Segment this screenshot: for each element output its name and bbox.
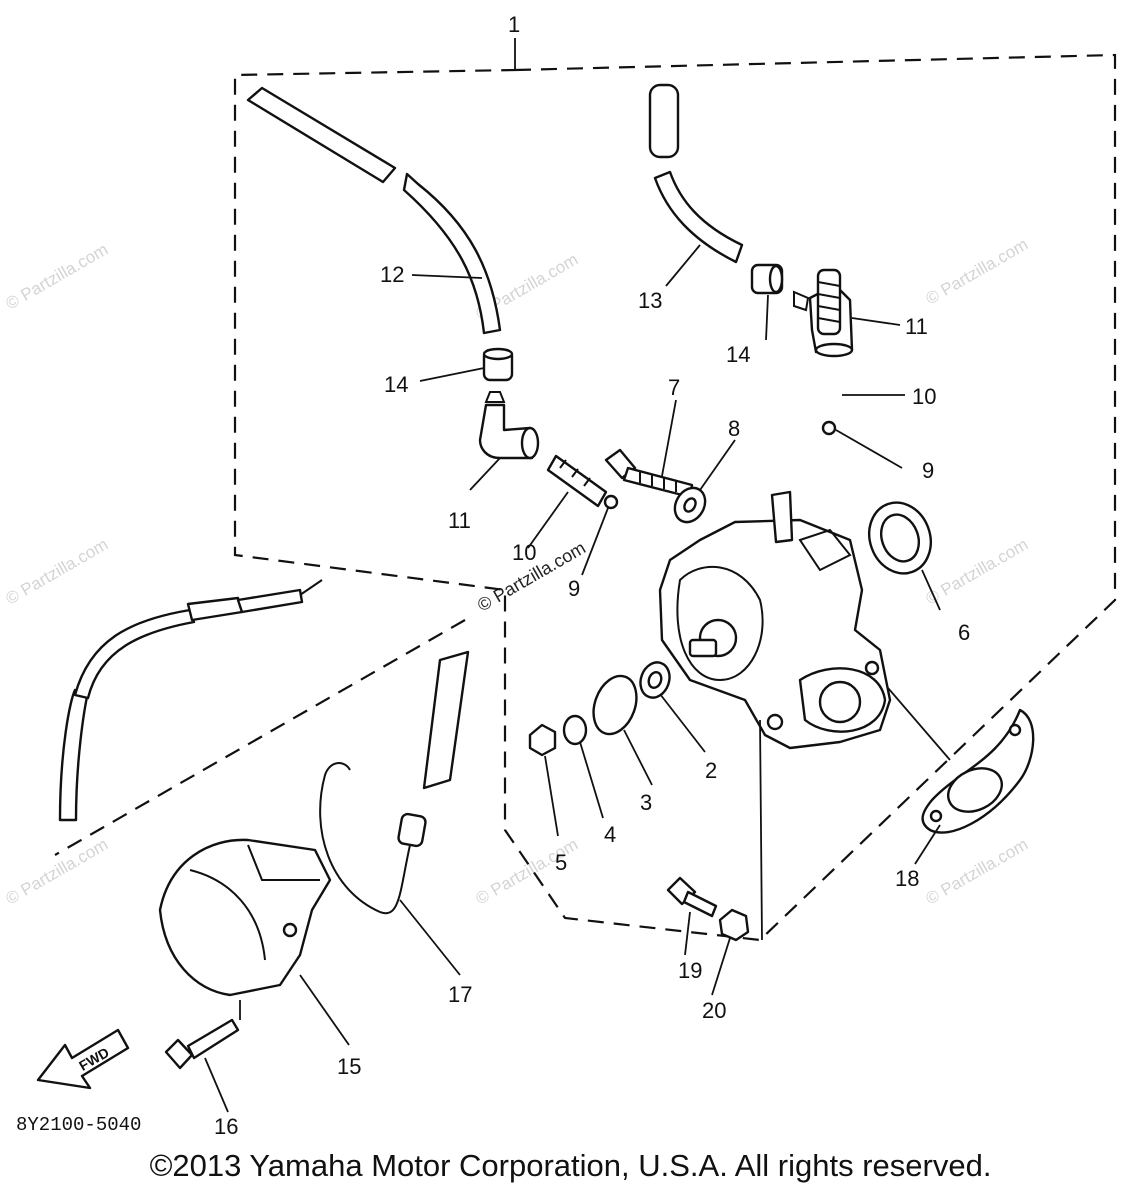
watermark: © Partzilla.com — [923, 535, 1032, 609]
callout-10-right: 10 — [912, 384, 936, 409]
washer-2-hole — [647, 671, 663, 689]
callout-14-left: 14 — [384, 372, 408, 397]
callout-15: 15 — [337, 1054, 361, 1079]
wire-17 — [319, 650, 470, 915]
watermark: © Partzilla.com — [3, 535, 112, 609]
callout-11-right: 11 — [905, 314, 928, 339]
gasket-18 — [921, 708, 1035, 834]
callout-1: 1 — [508, 12, 520, 37]
callout-7: 7 — [668, 375, 680, 400]
copyright-notice: ©2013 Yamaha Motor Corporation, U.S.A. A… — [149, 1148, 992, 1183]
callout-6: 6 — [958, 620, 970, 645]
plate-3 — [592, 674, 638, 736]
fwd-arrow: FWD — [36, 1028, 130, 1090]
check-ball-9-left — [603, 494, 619, 510]
callout-14-right: 14 — [726, 342, 750, 367]
watermark: © Partzilla.com — [3, 835, 112, 909]
lock-washer-4 — [562, 714, 588, 746]
diagram-code: 8Y2100-5040 — [16, 1114, 141, 1136]
callout-4: 4 — [604, 822, 616, 847]
callout-19: 19 — [678, 958, 702, 983]
callout-3: 3 — [640, 790, 652, 815]
callout-5: 5 — [555, 850, 567, 875]
callout-12: 12 — [380, 262, 404, 287]
hose-12 — [246, 86, 502, 335]
watermark-layer: © Partzilla.com © Partzilla.com © Partzi… — [3, 235, 1032, 909]
callout-20: 20 — [702, 998, 726, 1023]
bolt-7 — [604, 448, 694, 499]
oil-pump-housing — [658, 490, 892, 750]
watermark: © Partzilla.com — [923, 235, 1032, 309]
bolt-16 — [164, 1018, 240, 1070]
leader-lines — [204, 244, 951, 1113]
washer-8-hole — [683, 497, 697, 513]
oil-seal-6 — [868, 501, 932, 575]
watermark: © Partzilla.com — [3, 240, 112, 314]
nut-20 — [718, 908, 750, 942]
elbow-fitting-11-left — [478, 391, 540, 460]
clamp-14-left — [482, 347, 514, 382]
callout-13: 13 — [638, 288, 662, 313]
assembly-outline-link — [54, 619, 466, 856]
callout-16: 16 — [214, 1114, 238, 1139]
hose-13 — [648, 83, 744, 264]
callout-2: 2 — [705, 758, 717, 783]
clamp-14-right — [750, 263, 784, 295]
callout-9-left: 9 — [568, 576, 580, 601]
callout-17: 17 — [448, 982, 472, 1007]
callout-9-right: 9 — [922, 458, 934, 483]
bolt-19 — [666, 876, 718, 918]
callout-11-left: 11 — [448, 508, 471, 533]
assembly-outline — [233, 53, 1117, 942]
callout-18: 18 — [895, 866, 919, 891]
callouts: 1 12 14 11 13 14 11 10 9 7 8 6 10 9 2 3 … — [214, 12, 970, 1139]
pump-cover-15 — [158, 838, 332, 997]
watermark: © Partzilla.com — [923, 835, 1032, 909]
check-ball-9-right — [821, 420, 837, 436]
spring-10-left — [546, 454, 608, 508]
callout-10-left: 10 — [512, 540, 536, 565]
nut-5 — [528, 723, 557, 757]
callout-8: 8 — [728, 416, 740, 441]
pump-cable — [58, 579, 323, 822]
spring-10-right — [816, 268, 842, 336]
